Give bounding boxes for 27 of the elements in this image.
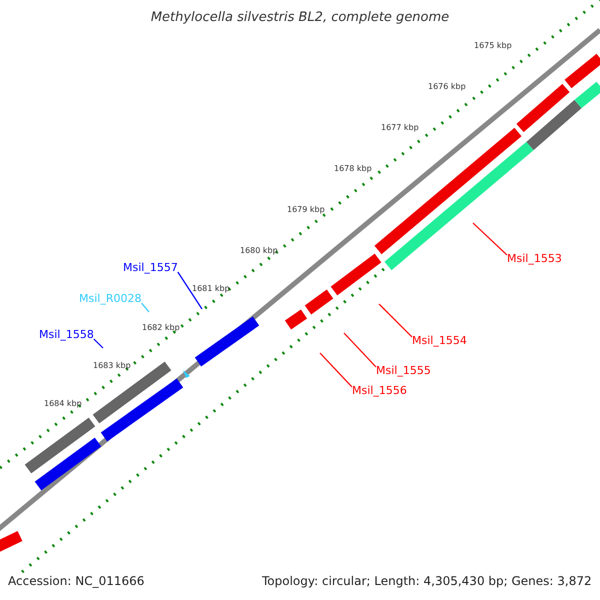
leader-line xyxy=(344,332,376,368)
gene-label: Msil_R0028 xyxy=(79,292,142,306)
gene-label: Msil_1556 xyxy=(352,384,407,398)
leader-line xyxy=(472,222,508,256)
gene-label: Msil_1557 xyxy=(123,261,178,275)
position-label: 1679 kbp xyxy=(287,205,325,215)
position-label: 1682 kbp xyxy=(142,323,180,333)
footer-text: Accession: NC_011666 xyxy=(8,574,144,589)
gene-label: Msil_1553 xyxy=(507,252,562,266)
leader-line xyxy=(141,302,150,312)
leader-line xyxy=(378,304,412,338)
leader-line xyxy=(93,338,104,348)
position-label: 1683 kbp xyxy=(93,361,131,371)
title: Methylocella silvestris BL2, complete genome xyxy=(150,9,450,27)
position-label: 1680 kbp xyxy=(240,246,278,256)
gene-label: Msil_1555 xyxy=(376,364,431,378)
position-label: 1675 kbp xyxy=(474,41,512,51)
leader-line xyxy=(177,272,202,310)
position-label: 1676 kbp xyxy=(428,82,466,92)
gene-label: Msil_1558 xyxy=(39,328,94,342)
footer-text: Topology: circular; Length: 4,305,430 bp; Genes: 3,872 xyxy=(262,574,592,589)
position-label: 1677 kbp xyxy=(381,123,419,133)
position-label: 1678 kbp xyxy=(334,164,372,174)
position-label: 1681 kbp xyxy=(192,284,230,294)
leader-line xyxy=(320,352,352,388)
gene-label: Msil_1554 xyxy=(412,334,467,348)
position-label: 1684 kbp xyxy=(44,399,82,409)
